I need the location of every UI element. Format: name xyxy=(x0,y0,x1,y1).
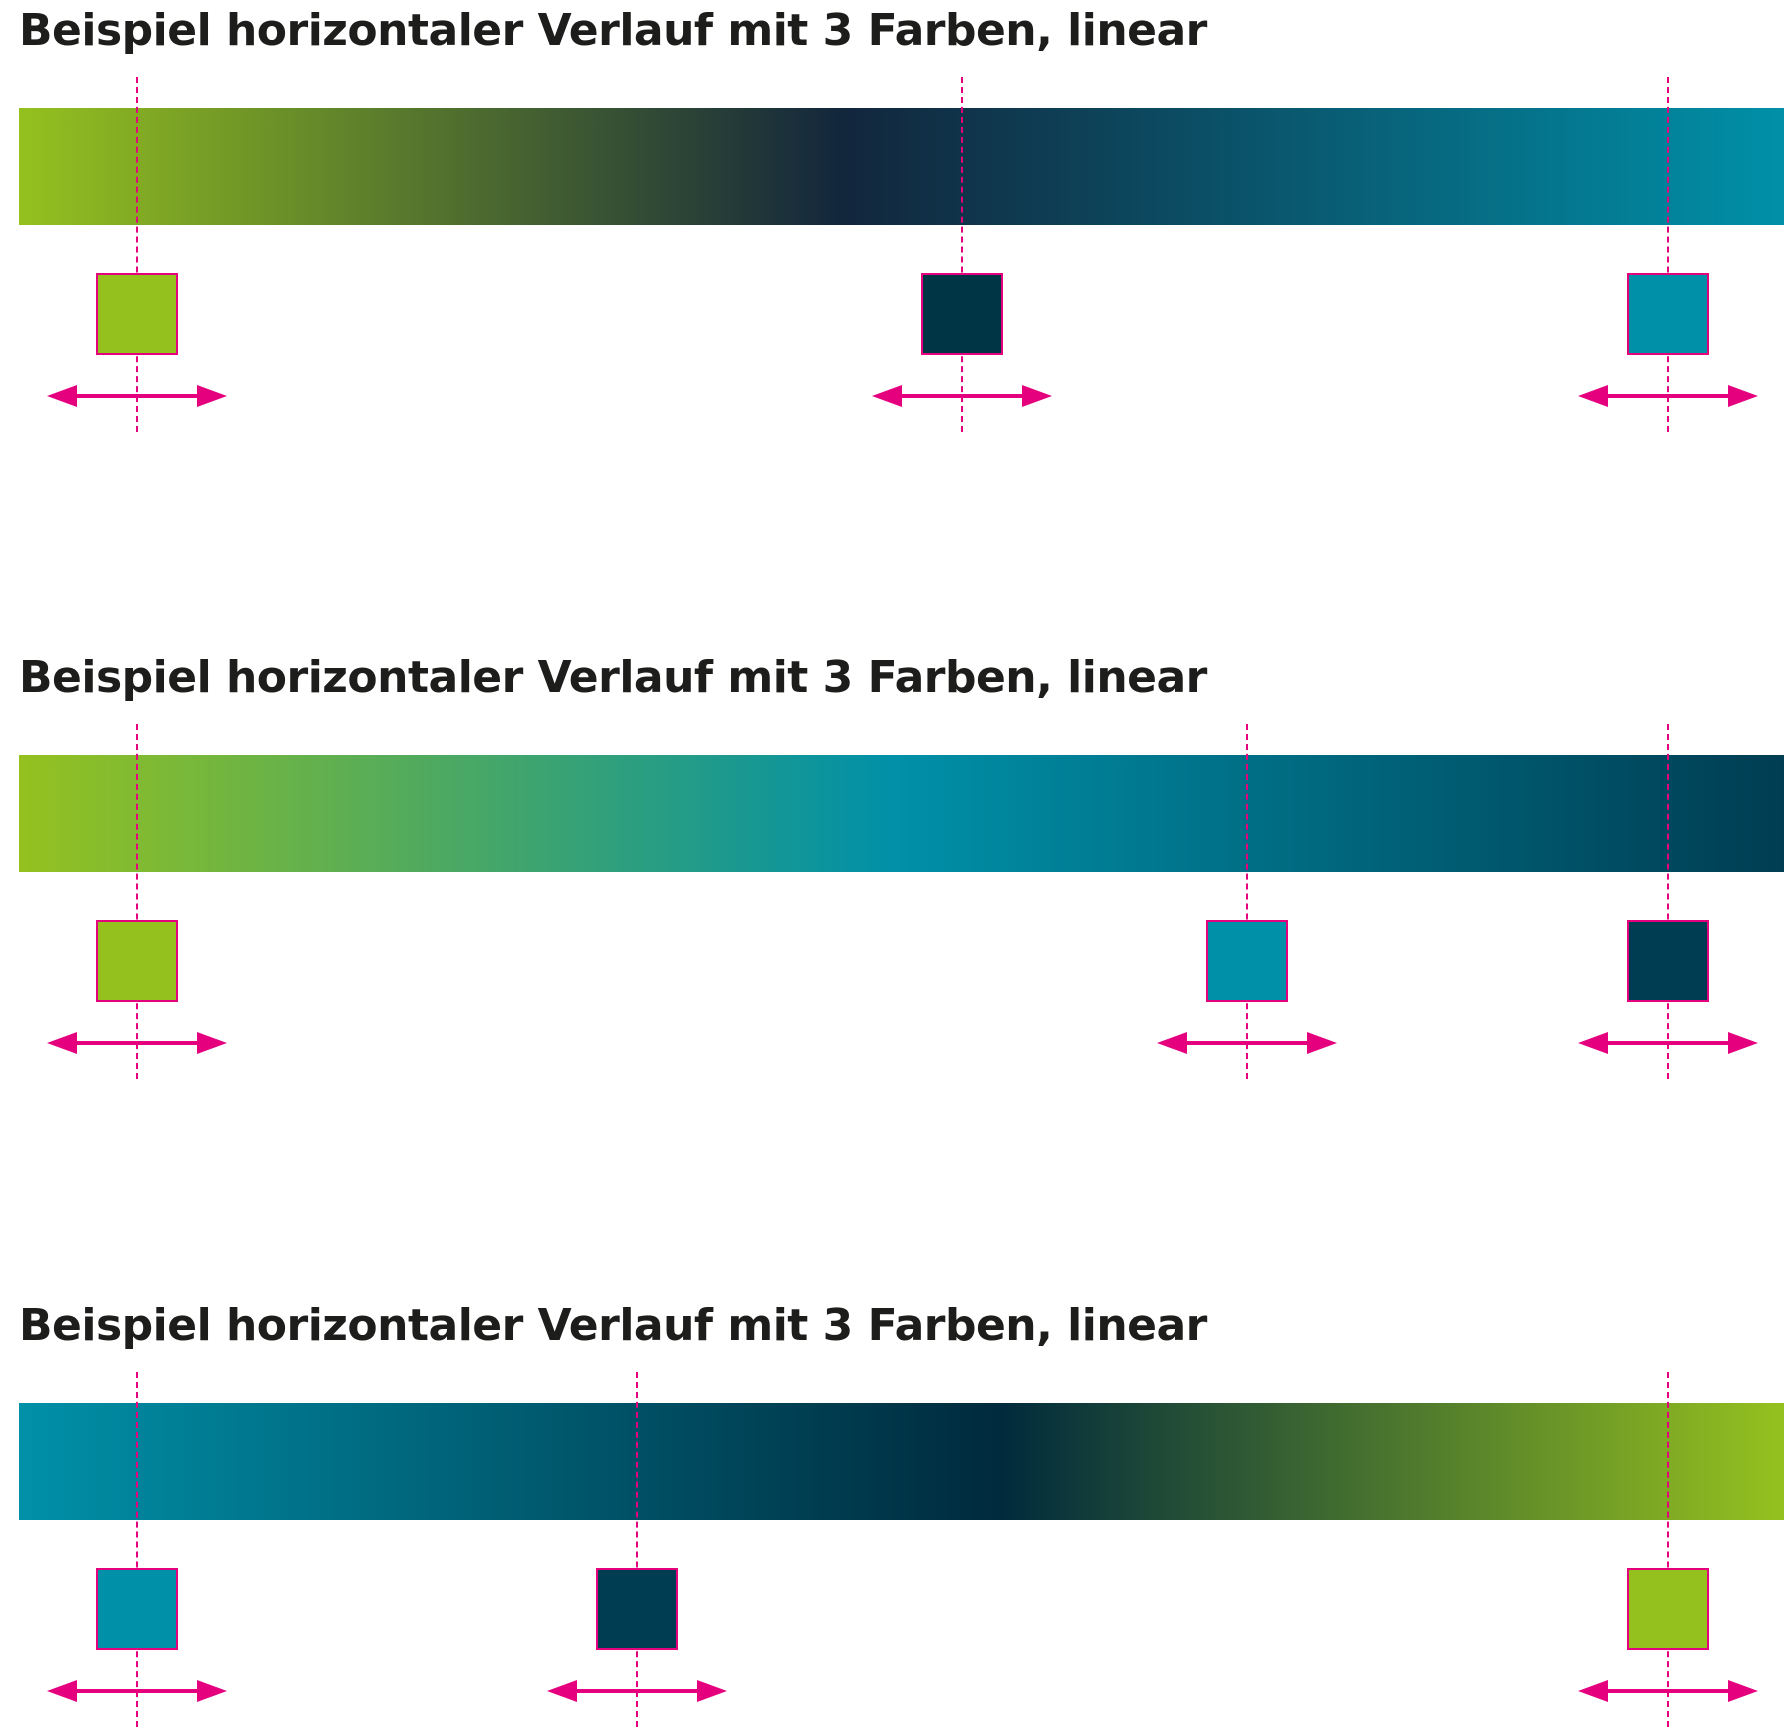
section-title: Beispiel horizontaler Verlauf mit 3 Farb… xyxy=(19,1300,1207,1351)
arrow-head-right xyxy=(1021,385,1052,407)
stop-guide-line xyxy=(136,1372,139,1727)
stop-guide-line xyxy=(1666,724,1669,1079)
double-arrow-icon-graphic xyxy=(546,1680,727,1702)
stop-guide-line xyxy=(136,77,139,432)
stop-guide-line xyxy=(635,1372,638,1727)
arrow-head-right xyxy=(197,385,228,407)
arrow-head-left xyxy=(1577,385,1608,407)
double-arrow-icon[interactable] xyxy=(47,384,228,408)
arrow-head-left xyxy=(1157,1032,1188,1054)
color-stop-3[interactable] xyxy=(1626,273,1709,355)
arrow-head-left xyxy=(546,1680,577,1702)
arrow-head-left xyxy=(47,1680,78,1702)
arrow-head-right xyxy=(1727,1032,1758,1054)
stop-guide-line xyxy=(136,724,139,1079)
arrow-head-left xyxy=(871,385,902,407)
double-arrow-icon-graphic xyxy=(1157,1032,1338,1054)
color-stop-2[interactable] xyxy=(595,1568,678,1650)
arrow-head-right xyxy=(1727,385,1758,407)
arrow-head-right xyxy=(197,1032,228,1054)
double-arrow-icon-graphic xyxy=(47,1032,228,1054)
arrow-head-right xyxy=(1727,1680,1758,1702)
stop-guide-line xyxy=(1666,1372,1669,1727)
color-stop-1[interactable] xyxy=(96,273,179,355)
gradient-bar xyxy=(19,755,1784,872)
gradient-example-2: Beispiel horizontaler Verlauf mit 3 Farb… xyxy=(0,647,1792,1087)
double-arrow-icon[interactable] xyxy=(47,1679,228,1703)
double-arrow-icon-graphic xyxy=(47,1680,228,1702)
gradient-bar xyxy=(19,1403,1784,1520)
color-stop-3[interactable] xyxy=(1626,920,1709,1002)
double-arrow-icon[interactable] xyxy=(546,1679,727,1703)
color-stop-1[interactable] xyxy=(96,920,179,1002)
color-stop-3[interactable] xyxy=(1626,1568,1709,1650)
gradient-bar xyxy=(19,108,1784,225)
stop-guide-line xyxy=(960,77,963,432)
double-arrow-icon-graphic xyxy=(1577,385,1758,407)
double-arrow-icon-graphic xyxy=(871,385,1052,407)
stop-guide-line xyxy=(1246,724,1249,1079)
double-arrow-icon-graphic xyxy=(1577,1680,1758,1702)
arrow-head-left xyxy=(47,1032,78,1054)
color-stop-2[interactable] xyxy=(1206,920,1289,1002)
double-arrow-icon-graphic xyxy=(47,385,228,407)
arrow-head-left xyxy=(1577,1032,1608,1054)
double-arrow-icon[interactable] xyxy=(47,1031,228,1055)
double-arrow-icon[interactable] xyxy=(1577,384,1758,408)
double-arrow-icon[interactable] xyxy=(1157,1031,1338,1055)
gradient-example-1: Beispiel horizontaler Verlauf mit 3 Farb… xyxy=(0,0,1792,440)
gradient-example-3: Beispiel horizontaler Verlauf mit 3 Farb… xyxy=(0,1295,1792,1735)
double-arrow-icon[interactable] xyxy=(871,384,1052,408)
double-arrow-icon[interactable] xyxy=(1577,1679,1758,1703)
section-title: Beispiel horizontaler Verlauf mit 3 Farb… xyxy=(19,652,1207,703)
arrow-head-right xyxy=(197,1680,228,1702)
arrow-head-right xyxy=(1307,1032,1338,1054)
arrow-head-left xyxy=(47,385,78,407)
color-stop-1[interactable] xyxy=(96,1568,179,1650)
section-title: Beispiel horizontaler Verlauf mit 3 Farb… xyxy=(19,5,1207,56)
arrow-head-left xyxy=(1577,1680,1608,1702)
double-arrow-icon-graphic xyxy=(1577,1032,1758,1054)
double-arrow-icon[interactable] xyxy=(1577,1031,1758,1055)
arrow-head-right xyxy=(696,1680,727,1702)
stop-guide-line xyxy=(1666,77,1669,432)
color-stop-2[interactable] xyxy=(920,273,1003,355)
